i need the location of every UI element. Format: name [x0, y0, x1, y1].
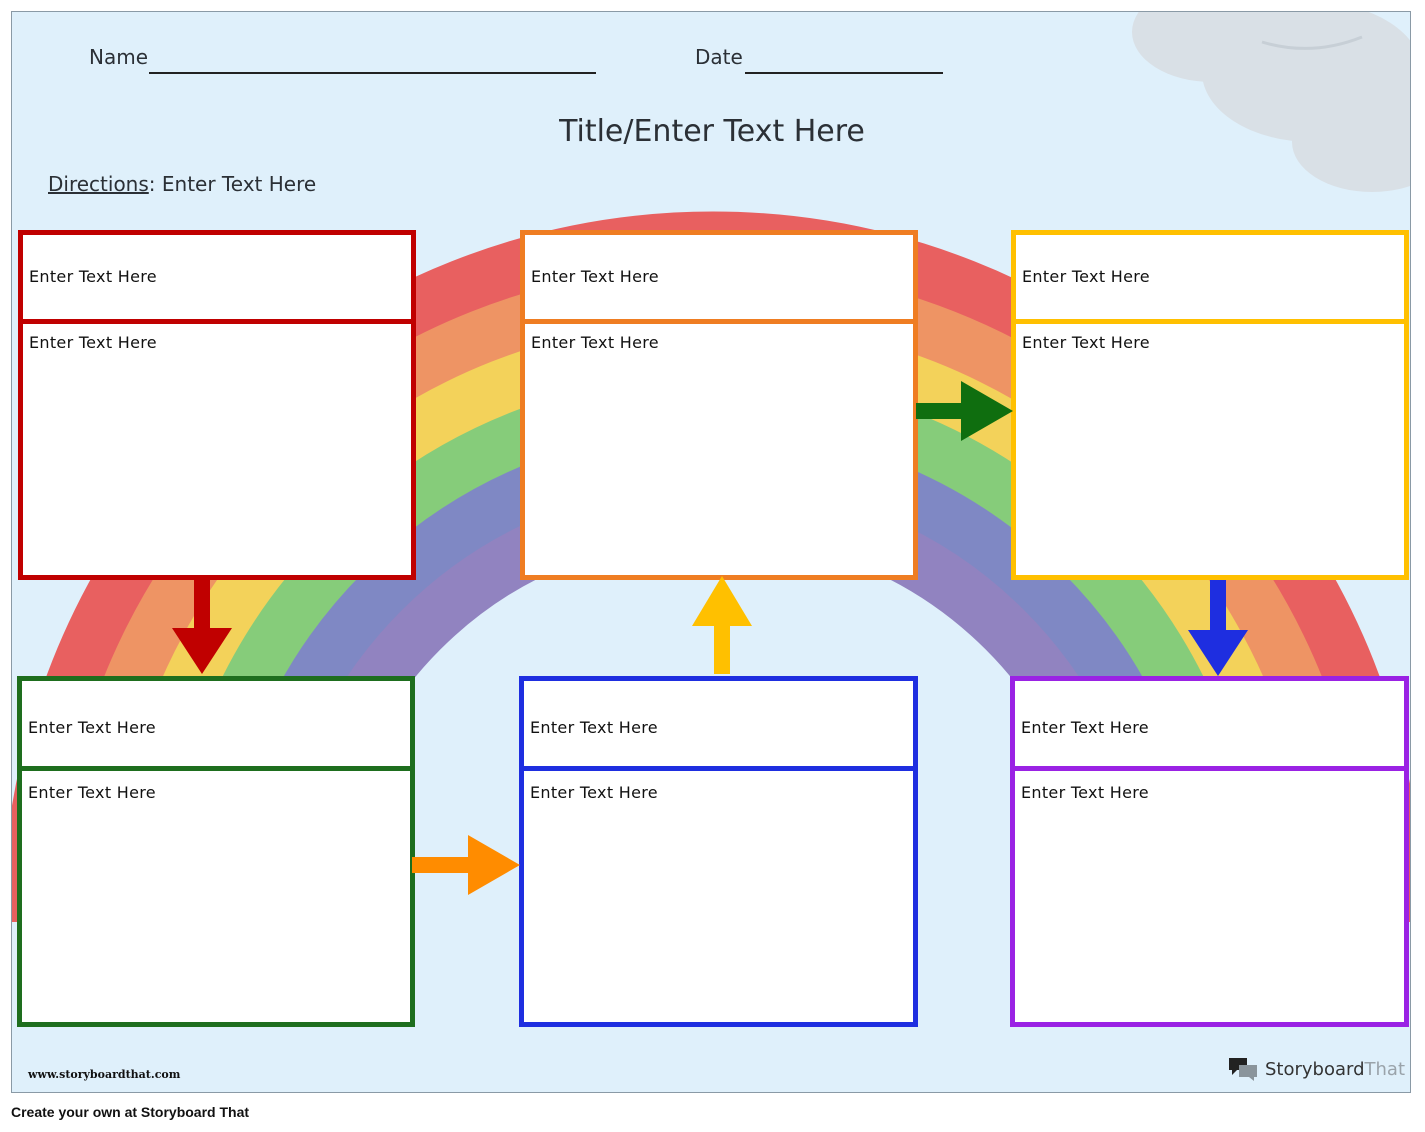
box-4-heading[interactable]: Enter Text Here	[28, 718, 156, 737]
box-5-heading[interactable]: Enter Text Here	[530, 718, 658, 737]
box-6-divider	[1015, 766, 1404, 771]
box-2-divider	[525, 319, 913, 324]
box-4-divider	[22, 766, 410, 771]
directions-label: Directions	[48, 172, 149, 196]
logo-word-light: That	[1364, 1058, 1406, 1080]
cloud-icon	[1132, 12, 1410, 192]
box-1[interactable]: Enter Text Here Enter Text Here	[18, 230, 416, 580]
storyboardthat-logo: StoryboardThat	[1227, 1054, 1405, 1084]
box-6-heading[interactable]: Enter Text Here	[1021, 718, 1149, 737]
box-2-body[interactable]: Enter Text Here	[531, 333, 659, 352]
directions[interactable]: Directions: Enter Text Here	[48, 172, 316, 196]
name-field-line[interactable]	[149, 72, 596, 74]
box-1-heading[interactable]: Enter Text Here	[29, 267, 157, 286]
box-3-body[interactable]: Enter Text Here	[1022, 333, 1150, 352]
box-5-body[interactable]: Enter Text Here	[530, 783, 658, 802]
worksheet-title[interactable]: Title/Enter Text Here	[559, 114, 865, 149]
worksheet-page: Name Date Title/Enter Text Here Directio…	[11, 11, 1411, 1093]
box-5-divider	[524, 766, 913, 771]
box-6[interactable]: Enter Text Here Enter Text Here	[1010, 676, 1409, 1027]
directions-text: : Enter Text Here	[148, 172, 317, 196]
box-4[interactable]: Enter Text Here Enter Text Here	[17, 676, 415, 1027]
box-3-divider	[1016, 319, 1404, 324]
box-2[interactable]: Enter Text Here Enter Text Here	[520, 230, 918, 580]
name-label: Name	[89, 45, 149, 69]
box-1-divider	[23, 319, 411, 324]
create-your-own-link[interactable]: Create your own at Storyboard That	[11, 1104, 250, 1120]
box-3-heading[interactable]: Enter Text Here	[1022, 267, 1150, 286]
box-3[interactable]: Enter Text Here Enter Text Here	[1011, 230, 1409, 580]
box-4-body[interactable]: Enter Text Here	[28, 783, 156, 802]
date-field-line[interactable]	[745, 72, 943, 74]
logo-word: Storyboard	[1265, 1058, 1365, 1080]
date-label: Date	[695, 45, 743, 69]
box-2-heading[interactable]: Enter Text Here	[531, 267, 659, 286]
box-1-body[interactable]: Enter Text Here	[29, 333, 157, 352]
box-5[interactable]: Enter Text Here Enter Text Here	[519, 676, 918, 1027]
website-url: www.storyboardthat.com	[28, 1068, 181, 1081]
box-6-body[interactable]: Enter Text Here	[1021, 783, 1149, 802]
speech-bubbles-icon	[1229, 1058, 1257, 1081]
